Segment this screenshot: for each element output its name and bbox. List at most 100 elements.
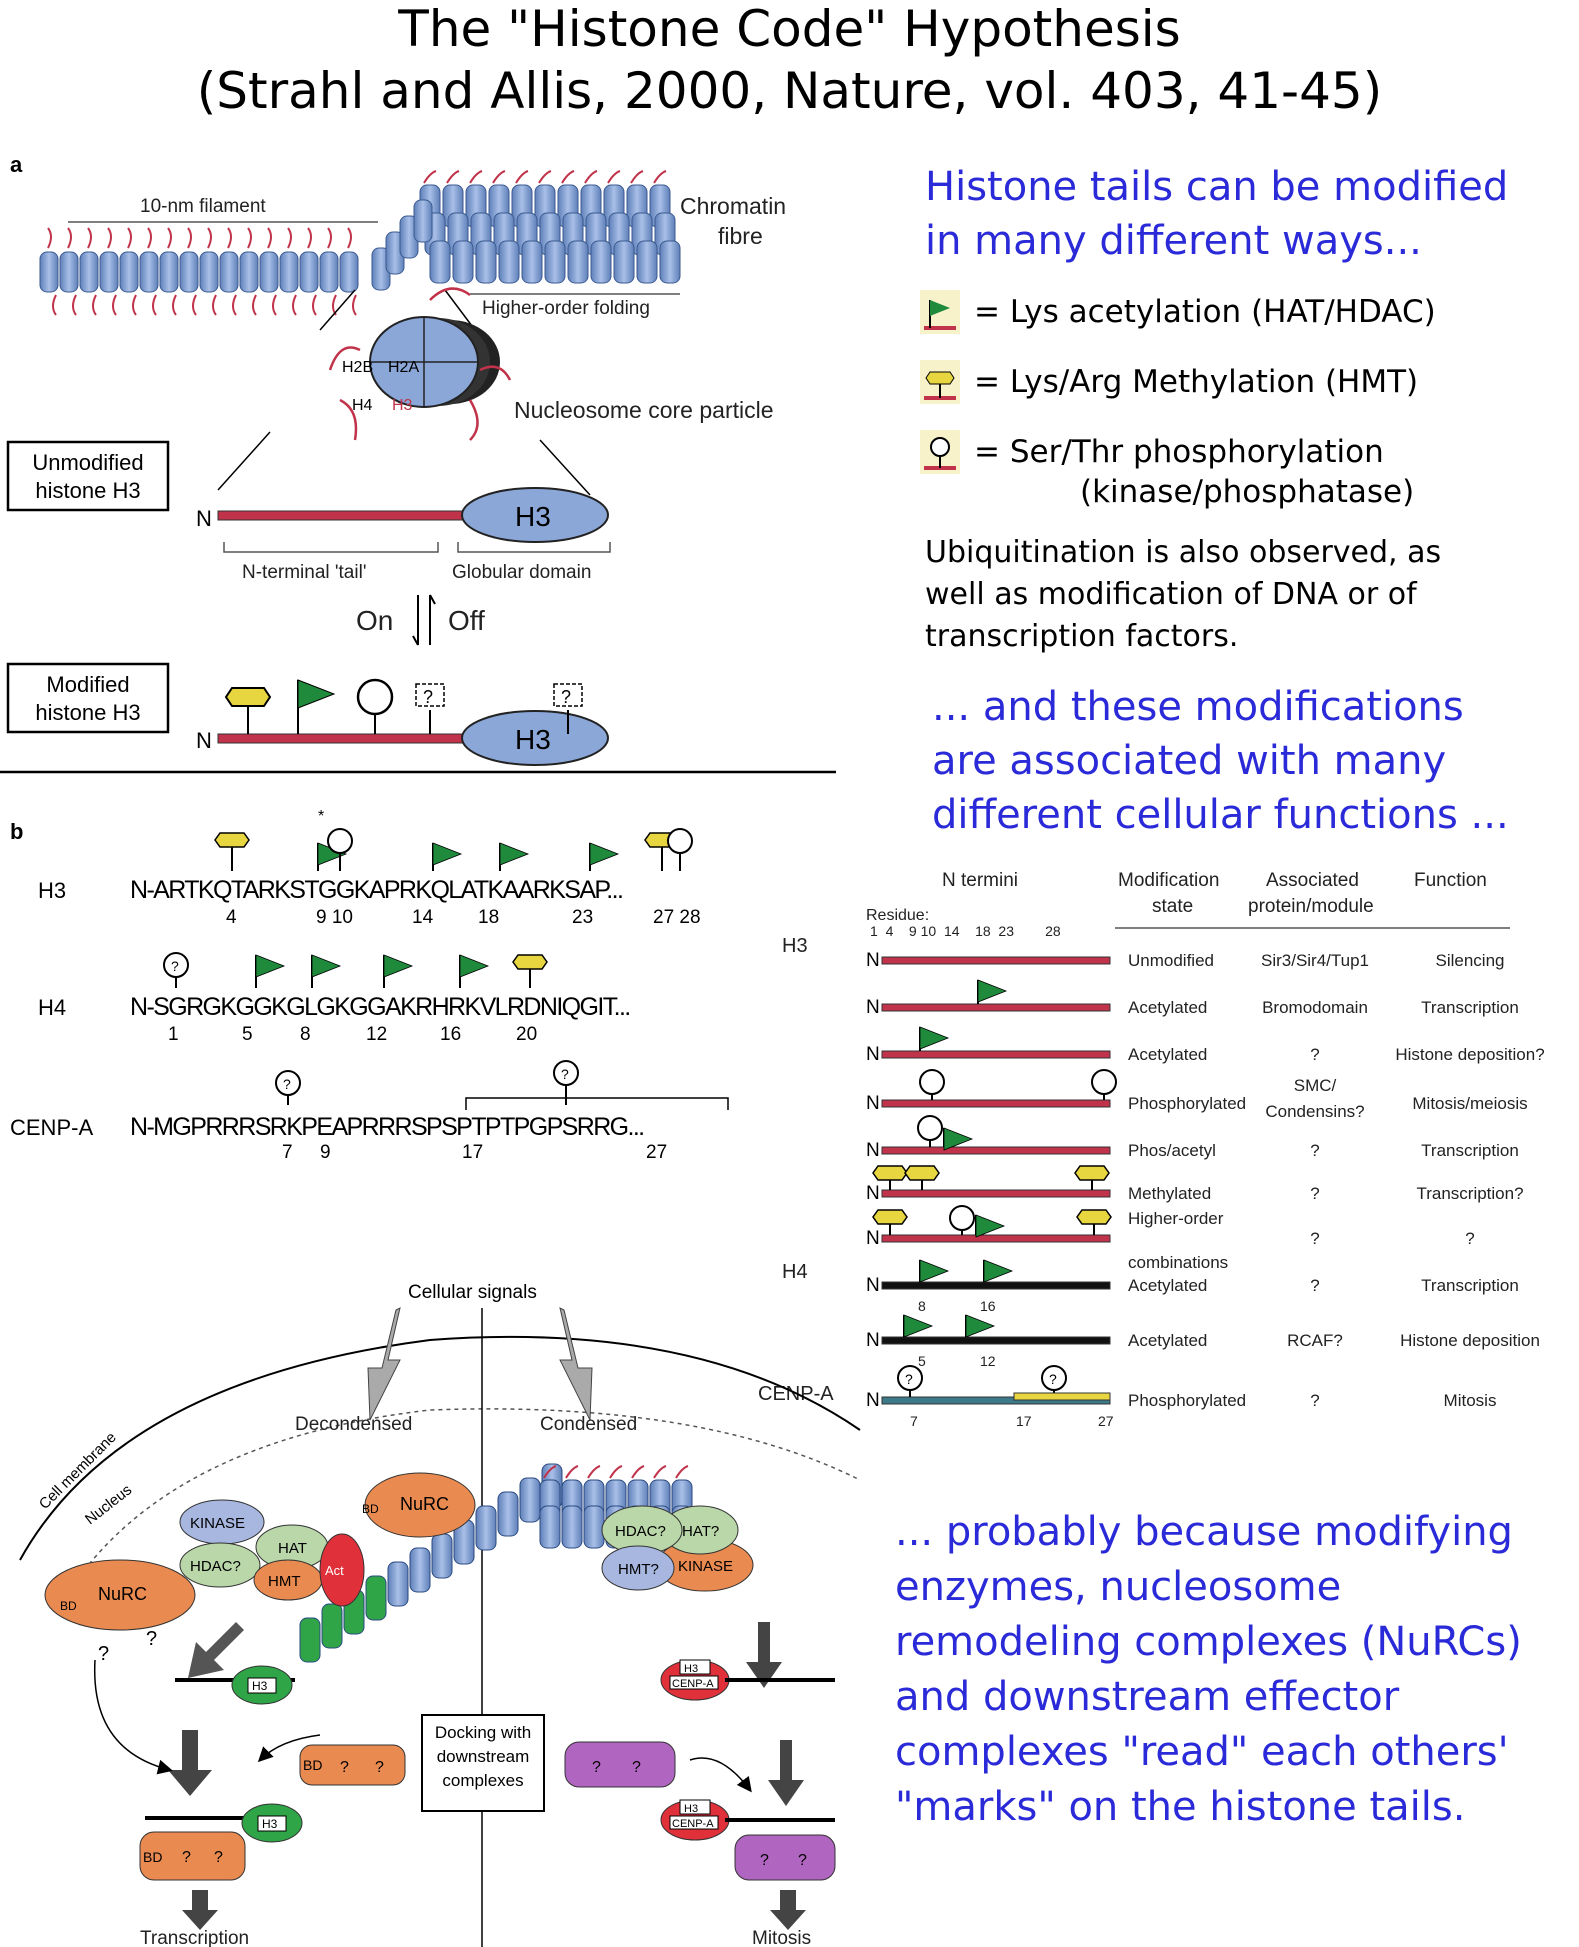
nucleosome-bead (79, 227, 99, 316)
residue-numbers: 1 4 9 10 14 18 23 28 (870, 923, 1061, 939)
fibre-bead (452, 240, 474, 284)
panel-a-figure: a 10-nm filament Chromatin fibre Higher-… (0, 152, 836, 774)
n-terminus-label: N (196, 506, 212, 531)
svg-text:N: N (866, 1275, 880, 1296)
panel-b-label: b (10, 819, 23, 844)
fibre-bead (429, 240, 451, 284)
acetyl-flag-icon (920, 290, 960, 334)
h3-box: H3 (252, 1679, 268, 1693)
h3-seq-label: H3 (38, 878, 66, 903)
fibre-bead (521, 240, 543, 284)
svg-text:?: ? (798, 1852, 807, 1869)
residue-number: 17 (462, 1142, 483, 1163)
svg-text:12: 12 (980, 1353, 996, 1369)
svg-text:N: N (866, 1183, 880, 1204)
h2a-label: H2A (388, 359, 419, 376)
svg-text:H3: H3 (684, 1803, 698, 1815)
svg-text:?: ? (214, 1849, 223, 1866)
svg-text:BD: BD (303, 1757, 322, 1773)
strand-bead (475, 1505, 497, 1551)
svg-text:?: ? (561, 1066, 569, 1082)
star-label: * (318, 808, 324, 825)
phospho-lollipop-icon (356, 678, 394, 734)
nucleosome-bead (179, 227, 199, 316)
methyl-mark-icon (920, 360, 960, 404)
residue-number: 27 (646, 1142, 667, 1163)
svg-text:downstream: downstream (437, 1747, 530, 1766)
on-label: On (356, 605, 393, 636)
svg-text:?: ? (146, 1628, 157, 1650)
row-function: ? (1465, 1229, 1474, 1248)
fibre-bead (613, 240, 635, 284)
unknown-mark-icon: ? (415, 683, 445, 734)
nucleosome-bead (279, 227, 299, 316)
table-header-assoc-2: protein/module (1248, 896, 1374, 917)
strand-bead (409, 1547, 431, 1593)
row-protein: ? (1310, 1045, 1319, 1064)
acetyl-flag-icon (297, 679, 336, 734)
svg-text:H3: H3 (262, 1817, 278, 1831)
svg-text:?: ? (375, 1759, 384, 1776)
nucleosome-bead (319, 227, 339, 316)
residue-number: 27 28 (653, 907, 701, 928)
row-state: Acetylated (1128, 1276, 1207, 1295)
strand-bead (539, 1505, 561, 1549)
strand-bead (321, 1603, 343, 1649)
higher-order-label: Higher-order folding (482, 298, 650, 319)
svg-text:7: 7 (910, 1413, 918, 1429)
residue-number: 7 (282, 1142, 293, 1163)
cell-diagram: Cell membrane Nucleus Cellular signals D… (19, 1282, 861, 1947)
svg-text:BD: BD (362, 1502, 379, 1516)
svg-text:?: ? (632, 1759, 641, 1776)
svg-text:combinations: combinations (1128, 1253, 1228, 1272)
table-header-mod-2: state (1152, 896, 1193, 917)
strand-bead (299, 1617, 321, 1663)
modified-label-1: Modified (46, 672, 129, 697)
table-header-assoc: Associated (1266, 870, 1359, 891)
docking-label: Docking with (435, 1723, 531, 1742)
svg-text:5: 5 (918, 1353, 926, 1369)
nucleosome-bead (139, 227, 159, 316)
svg-text:?: ? (283, 1076, 291, 1092)
residue-label: Residue: (866, 907, 929, 924)
hdac-complex: HDAC? (190, 1558, 241, 1575)
svg-text:N: N (866, 1390, 880, 1411)
svg-text:?: ? (340, 1759, 349, 1776)
table-header-mod: Modification (1118, 870, 1219, 891)
condensed-label: Condensed (540, 1414, 637, 1435)
page-title: The "Histone Code" Hypothesis (398, 0, 1181, 58)
unmodified-label-2: histone H3 (35, 478, 140, 503)
page-subtitle: (Strahl and Allis, 2000, Nature, vol. 40… (196, 62, 1383, 120)
residue-number: 8 (300, 1024, 311, 1045)
nurc-top: NuRC (400, 1494, 449, 1514)
nurc-left: NuRC (98, 1584, 147, 1604)
row-function: Transcription (1421, 998, 1519, 1017)
residue-number: 5 (242, 1024, 253, 1045)
unknown-mark-icon: ? (553, 683, 583, 734)
svg-text:?: ? (592, 1759, 601, 1776)
h3-core-label: H3 (392, 397, 413, 414)
nucleosome-core (319, 287, 512, 441)
row-function: Histone deposition (1400, 1331, 1540, 1350)
nucleosome-bead (99, 227, 119, 316)
h3-globular-label: H3 (515, 501, 551, 532)
legend-methylation: = Lys/Arg Methylation (HMT) (920, 360, 1418, 404)
row-state: Unmodified (1128, 951, 1214, 970)
nucleosome-bead (39, 227, 59, 316)
panel-b-figure: b ??? H3 N-ARTKQTARKSTGGKAPRKQLATKAARKSA… (10, 808, 729, 1163)
mitosis-label: Mitosis (752, 1928, 811, 1947)
row-state: Phos/acetyl (1128, 1141, 1216, 1160)
tail-label: N-terminal 'tail' (242, 562, 366, 583)
nucleosome-bead (339, 227, 359, 316)
panel-a-label: a (10, 152, 23, 177)
row-protein: ? (1310, 1276, 1319, 1295)
